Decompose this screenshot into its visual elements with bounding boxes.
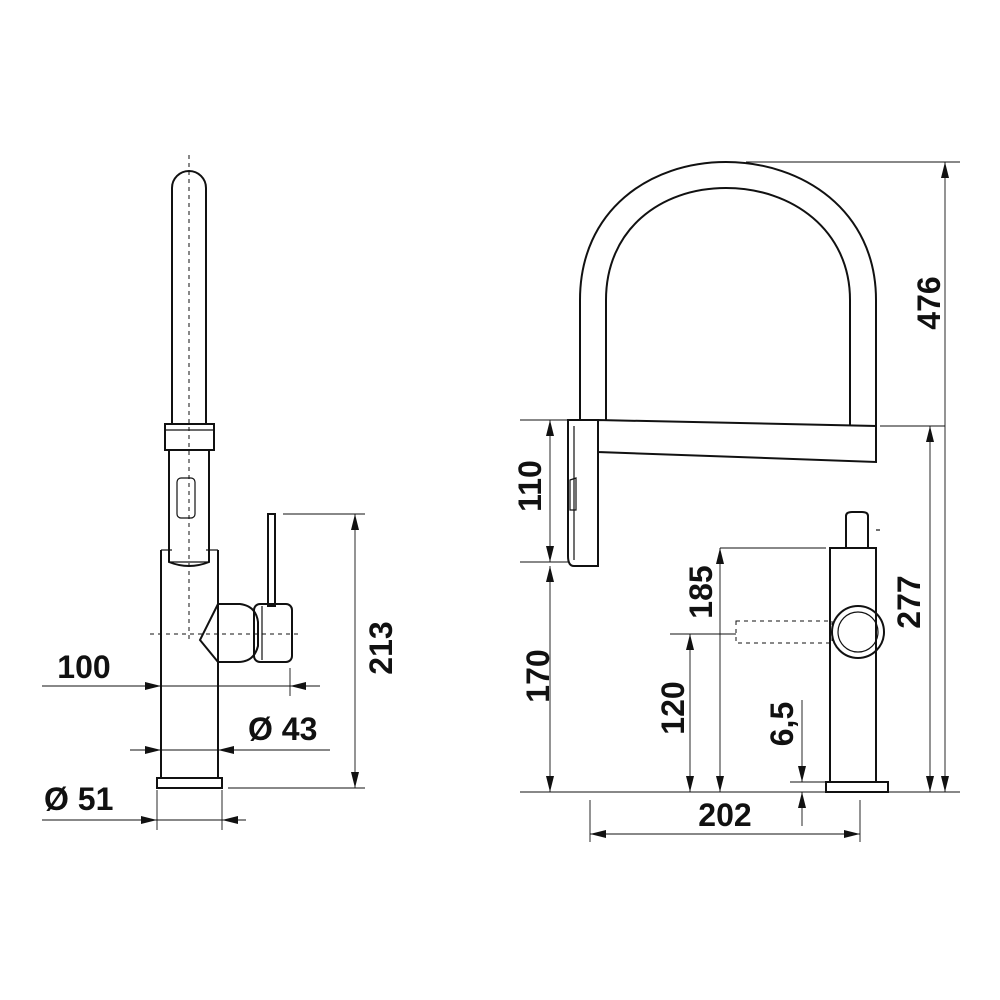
dim-body-diameter: Ø 43 bbox=[248, 711, 317, 747]
front-body bbox=[829, 547, 877, 783]
side-lever-handle bbox=[267, 513, 276, 607]
dim-base-diameter: Ø 51 bbox=[44, 781, 113, 817]
front-base-plate bbox=[825, 781, 889, 793]
dim-total-height: 476 bbox=[911, 276, 947, 329]
side-base-plate bbox=[156, 777, 223, 789]
front-spray-button bbox=[569, 477, 577, 511]
side-lever-cap bbox=[253, 603, 293, 663]
front-hose-inner bbox=[605, 186, 851, 426]
front-lever-hidden bbox=[735, 620, 833, 644]
dim-lever-height: 213 bbox=[363, 621, 399, 674]
front-view: 476 277 110 170 185 120 6,5 bbox=[512, 160, 960, 842]
dim-lever-top-height: 185 bbox=[683, 565, 719, 618]
dim-lever-axis-height: 120 bbox=[655, 681, 691, 734]
front-hose-outer bbox=[579, 160, 877, 426]
dim-reach: 202 bbox=[698, 797, 751, 833]
dim-base-plate-thickness: 6,5 bbox=[764, 702, 800, 746]
dim-spray-outlet-height: 170 bbox=[520, 649, 556, 702]
side-lever-boss bbox=[198, 603, 259, 663]
side-collar bbox=[164, 423, 215, 451]
dim-spout-projection: 100 bbox=[57, 649, 110, 685]
side-spray-button bbox=[176, 477, 196, 519]
dim-bracket-height: 277 bbox=[891, 575, 927, 628]
front-body-neck bbox=[845, 511, 869, 548]
dim-spray-head-length: 110 bbox=[512, 460, 548, 512]
front-spray-head bbox=[567, 419, 599, 567]
side-view: 100 213 Ø 43 Ø 51 bbox=[42, 155, 399, 830]
front-bracket bbox=[597, 418, 877, 464]
side-spout-tube bbox=[171, 170, 207, 424]
